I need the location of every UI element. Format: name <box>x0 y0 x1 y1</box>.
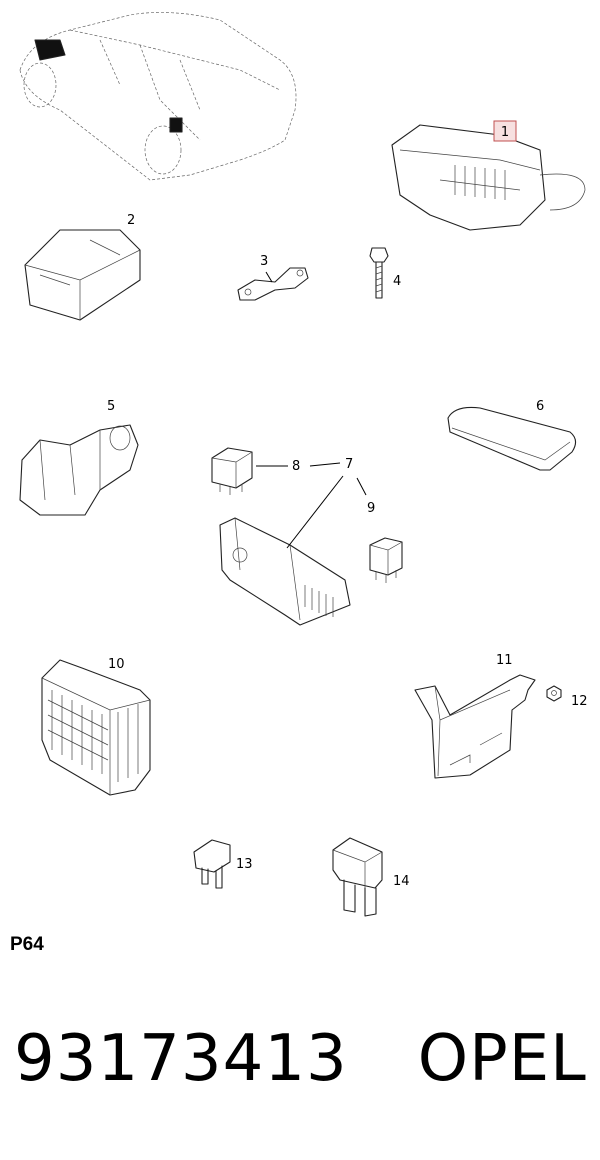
callout-4: 4 <box>393 274 401 289</box>
callout-10: 10 <box>108 657 125 672</box>
part-6-cover-lid: 6 <box>447 399 577 471</box>
part-10-fuse-block: 10 <box>41 657 151 796</box>
part-number-line: 93173413 OPEL <box>14 1022 587 1096</box>
callout-11: 11 <box>496 653 513 668</box>
part-7-relay-carrier <box>219 517 351 626</box>
part-11-mounting-bracket: 11 <box>414 653 536 779</box>
part-5-terminal-cover: 5 <box>19 399 139 516</box>
callout-13: 13 <box>236 857 253 872</box>
part-8-relay <box>211 447 253 495</box>
callout-9: 9 <box>367 501 375 516</box>
part-12-nut: 12 <box>546 685 588 709</box>
callout-7: 7 <box>345 457 353 472</box>
part-4-bolt: 4 <box>369 247 401 299</box>
callout-6: 6 <box>536 399 544 414</box>
part-9-mini-relay <box>369 537 403 583</box>
part-3-fuse-strip: 3 <box>237 254 309 301</box>
callout-3: 3 <box>260 254 268 269</box>
callout-12: 12 <box>571 694 588 709</box>
part-2-relay-holder: 2 <box>24 213 141 321</box>
brand-name: OPEL <box>417 1022 587 1096</box>
page-code: P64 <box>10 934 44 955</box>
callout-14: 14 <box>393 874 410 889</box>
part-14-maxi-fuse: 14 <box>332 837 410 917</box>
callout-8: 8 <box>292 459 300 474</box>
part-13-mini-fuse: 13 <box>193 839 253 889</box>
part-number: 93173413 <box>14 1022 348 1096</box>
part-1-fuse-box: 1 <box>391 120 586 231</box>
callout-2: 2 <box>127 213 135 228</box>
vehicle-overview <box>19 12 297 181</box>
callout-1: 1 <box>501 125 509 140</box>
callout-5: 5 <box>107 399 115 414</box>
